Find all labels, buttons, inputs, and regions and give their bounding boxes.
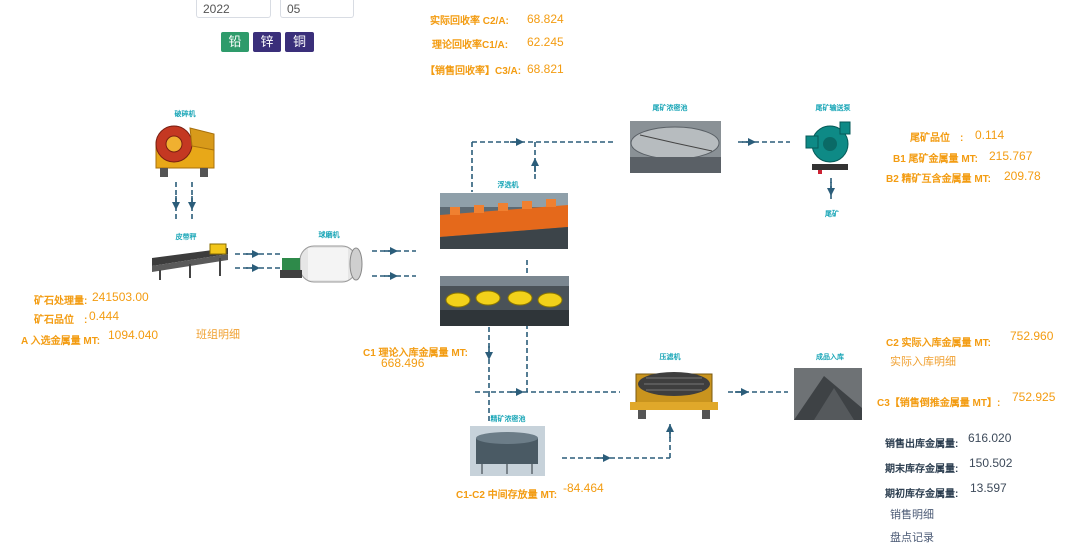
- tailings-pump-caption: 尾矿输送泵: [815, 105, 851, 112]
- opening-stock-label: 期初库存金属量:: [885, 489, 959, 500]
- ending-stock-label: 期末库存金属量:: [885, 464, 959, 475]
- flotation-cells-image: [440, 276, 569, 326]
- tailings-thickener-caption: 尾矿浓密池: [652, 105, 688, 112]
- recovery-c3a-value: 68.821: [527, 62, 564, 76]
- opening-stock-value: 13.597: [970, 481, 1007, 495]
- recovery-c2a-value: 68.824: [527, 12, 564, 26]
- b1-value: 215.767: [989, 149, 1033, 163]
- c2-detail-link[interactable]: 实际入库明细: [890, 356, 956, 368]
- c3-label: C3【销售倒推金属量 MT】:: [877, 398, 1001, 409]
- a-metal-label: A 入选金属量 MT:: [21, 336, 101, 347]
- crusher-icon: [155, 125, 215, 177]
- ore-processed-label: 矿石处理量:: [34, 296, 88, 307]
- ball-mill-icon: [280, 245, 363, 283]
- c3-value: 752.925: [1012, 390, 1056, 404]
- concentrate-thickener-image: [470, 426, 545, 476]
- month-select[interactable]: 05: [280, 0, 354, 18]
- product-storage-image: [794, 368, 862, 420]
- b1-label: B1 尾矿金属量 MT:: [893, 154, 978, 165]
- a-metal-value: 1094.040: [108, 328, 159, 342]
- ore-grade-value: 0.444: [89, 309, 120, 323]
- ending-stock-value: 150.502: [969, 456, 1013, 470]
- tailings-thickener-image: [630, 121, 721, 173]
- ball-mill-caption: 球磨机: [318, 232, 340, 239]
- flotation-caption: 浮选机: [497, 182, 519, 189]
- recovery-c2a-label: 实际回收率 C2/A:: [430, 16, 509, 27]
- crusher-caption: 破碎机: [174, 111, 196, 118]
- sales-out-value: 616.020: [968, 431, 1012, 445]
- product-storage-caption: 成品入库: [816, 354, 844, 361]
- tailings-grade-value: 0.114: [975, 128, 1005, 142]
- metal-zinc-button[interactable]: 锌: [253, 32, 281, 52]
- sales-out-label: 销售出库金属量:: [885, 439, 959, 450]
- recovery-c1a-value: 62.245: [527, 35, 564, 49]
- c1c2-label: C1-C2 中间存放量 MT:: [456, 490, 558, 501]
- tailings-caption: 尾矿: [825, 211, 839, 218]
- filter-press-icon: [630, 372, 718, 419]
- tailings-pump-icon: [805, 121, 851, 174]
- c2-label: C2 实际入库金属量 MT:: [886, 338, 991, 349]
- sales-detail-link[interactable]: 销售明细: [890, 509, 934, 521]
- b2-value: 209.78: [1004, 169, 1041, 183]
- b2-label: B2 精矿互含金属量 MT:: [886, 174, 991, 185]
- metal-copper-button[interactable]: 铜: [285, 32, 314, 52]
- flotation-machine-image: [440, 193, 568, 249]
- belt-scale-caption: 皮带秤: [175, 234, 197, 241]
- inventory-record-link[interactable]: 盘点记录: [890, 532, 934, 544]
- concentrate-thickener-caption: 精矿浓密池: [490, 416, 526, 423]
- belt-scale-icon: [152, 243, 228, 280]
- tailings-grade-label: 尾矿品位 :: [910, 133, 964, 144]
- ore-processed-value: 241503.00: [92, 290, 149, 304]
- filter-press-caption: 压滤机: [659, 354, 681, 361]
- recovery-c3a-label: 【销售回收率】C3/A:: [425, 66, 522, 77]
- c1-value: 668.496: [381, 356, 425, 370]
- recovery-c1a-label: 理论回收率C1/A:: [432, 40, 509, 51]
- ore-grade-label: 矿石品位 :: [34, 315, 88, 326]
- c2-value: 752.960: [1010, 329, 1054, 343]
- metal-lead-button[interactable]: 铅: [221, 32, 249, 52]
- shift-detail-link[interactable]: 班组明细: [196, 329, 240, 341]
- year-select[interactable]: 2022: [196, 0, 271, 18]
- c1-label: C1 理论入库金属量 MT:: [363, 348, 468, 359]
- c1c2-value: -84.464: [563, 481, 604, 495]
